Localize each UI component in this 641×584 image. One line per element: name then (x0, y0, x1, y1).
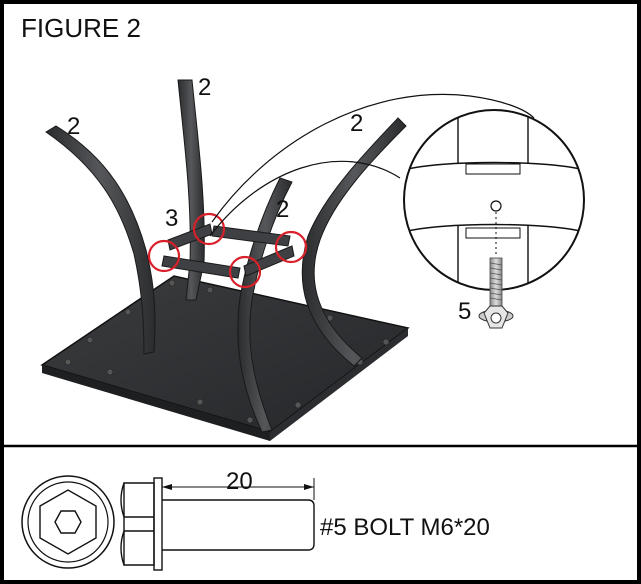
joint-circle-left (147, 239, 181, 273)
callout-frame: 3 (165, 205, 179, 232)
magnifier-leader-lines (209, 93, 535, 237)
callout-leg-back: 2 (198, 74, 212, 101)
bolt-drawing (478, 257, 514, 329)
bolt-end-view (21, 475, 115, 569)
bolt-length-dimension: 20 (226, 468, 253, 495)
callout-leg-left: 2 (67, 113, 81, 140)
joint-highlights (147, 212, 308, 289)
joint-circle-top (192, 212, 226, 246)
callout-bolt: 5 (458, 298, 472, 325)
chair-legs (45, 79, 407, 433)
leg-left (45, 125, 156, 355)
callout-leg-front: 2 (276, 196, 290, 223)
figure-title: FIGURE 2 (21, 13, 141, 43)
joint-circle-right (274, 230, 308, 264)
leg-right (301, 117, 407, 367)
magnified-detail (403, 109, 585, 329)
leg-back (177, 79, 205, 301)
bolt-side-view (120, 477, 315, 571)
bolt-spec-label: #5 BOLT M6*20 (320, 514, 490, 541)
callout-leg-right: 2 (350, 110, 364, 137)
joint-circle-front (228, 255, 262, 289)
frame-bars (161, 223, 295, 279)
